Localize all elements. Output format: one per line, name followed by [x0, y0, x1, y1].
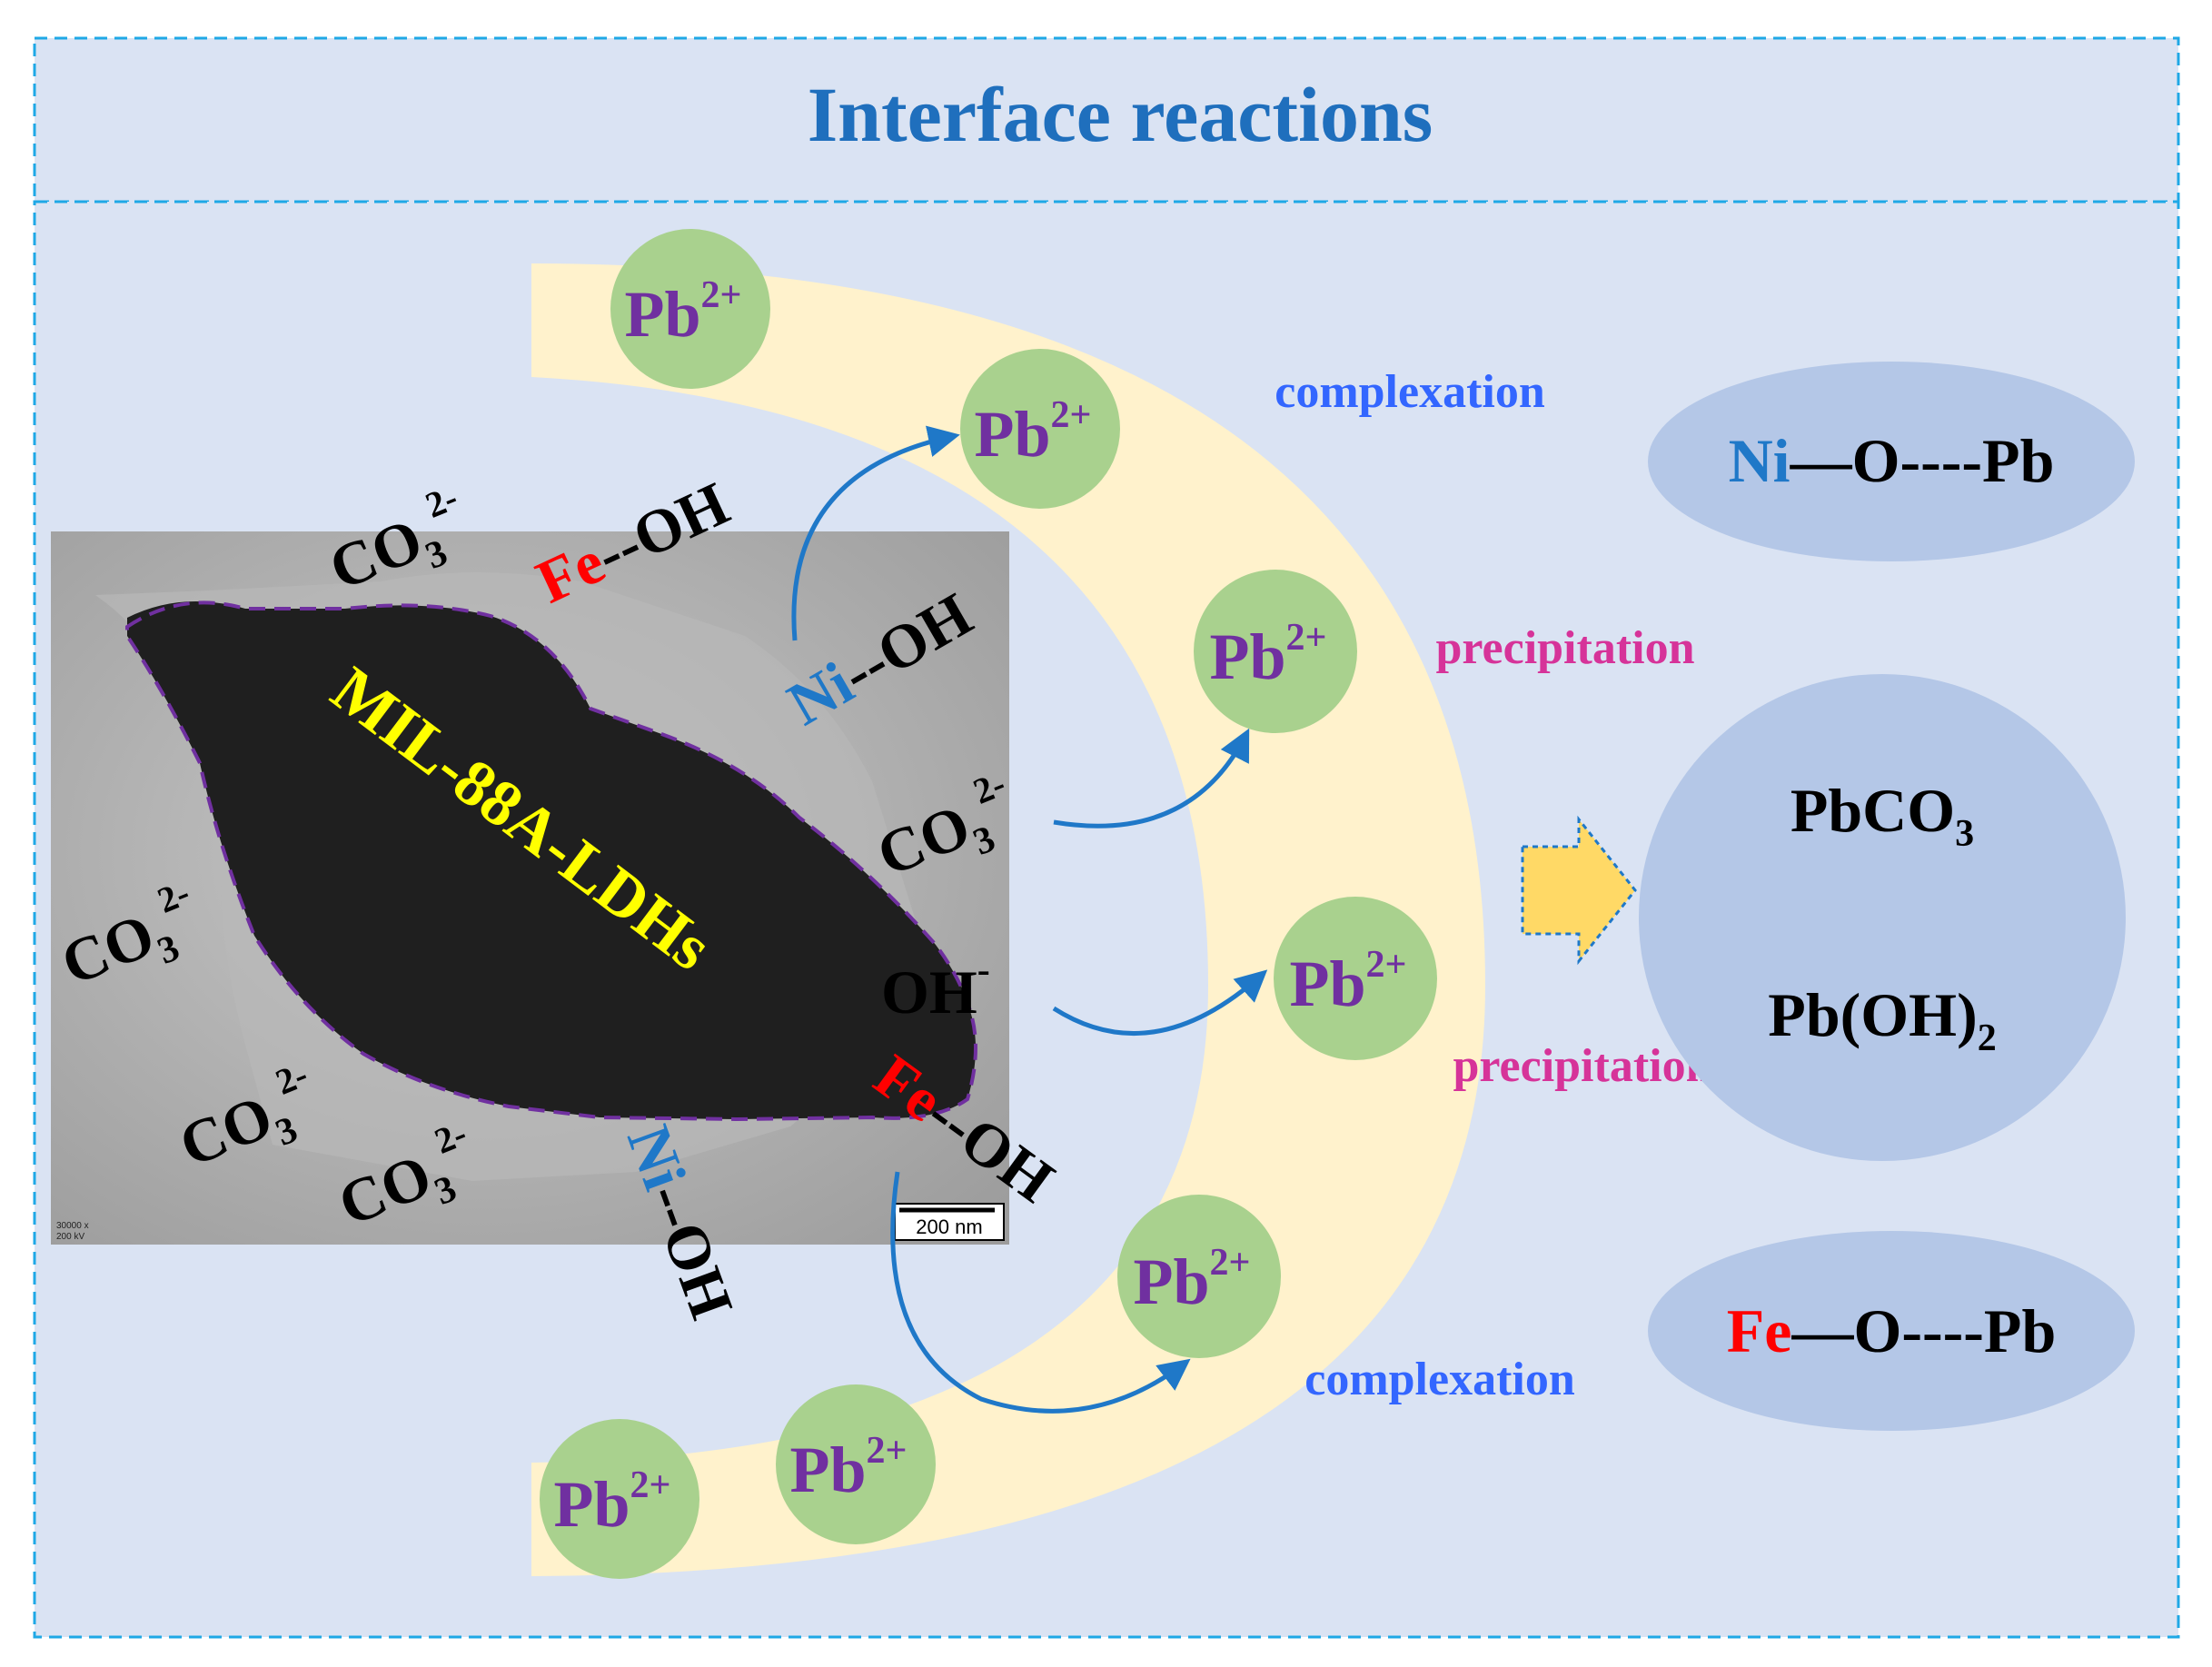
fe-complex-product: Fe—O----Pb [1727, 1296, 2057, 1365]
precipitate-circle [1639, 674, 2126, 1161]
arrow-fe-to-pb [890, 1171, 1191, 1414]
complexation-label-top: complexation [1275, 366, 1545, 418]
svg-text:Pb2+: Pb2+ [1134, 1242, 1251, 1318]
precipitation-label-2: precipitation [1453, 1040, 1711, 1092]
ni-complex-product: Ni—O----Pb [1729, 426, 2055, 495]
particle-body [127, 601, 976, 1119]
svg-text:Pb2+: Pb2+ [554, 1464, 671, 1541]
title-panel [33, 36, 2180, 203]
pb-ion: Pb2+ [1274, 897, 1437, 1060]
result-arrow-icon [1521, 815, 1637, 966]
pboh2-product: Pb(OH)2 [1768, 980, 1996, 1059]
scale-bar-label: 200 nm [916, 1216, 982, 1238]
fe-complex-ellipse [1648, 1231, 2135, 1431]
arrow-oh-to-pb [1052, 969, 1268, 1036]
svg-text:Pb2+: Pb2+ [975, 394, 1092, 471]
precipitation-label-1: precipitation [1435, 622, 1694, 674]
pb-ion: Pb2+ [610, 229, 770, 389]
svg-text:Pb2+: Pb2+ [1210, 617, 1327, 693]
ni-complex-ellipse [1648, 362, 2135, 561]
pb-ion: Pb2+ [540, 1419, 699, 1579]
pb-ion: Pb2+ [776, 1384, 936, 1544]
pb-ion: Pb2+ [1194, 570, 1357, 733]
arrow-ni-to-pb [791, 425, 960, 641]
tem-image: 200 nm 30000 x 200 kV [51, 531, 1009, 1245]
particle-outline [125, 600, 977, 1122]
pb-ion: Pb2+ [960, 349, 1120, 509]
svg-text:Pb2+: Pb2+ [625, 274, 742, 351]
diagram-title: Interface reactions [808, 71, 1433, 158]
arrow-co3-to-pb [1053, 728, 1250, 829]
complexation-label-bottom: complexation [1304, 1354, 1575, 1405]
hydroxide-label: OH- [881, 949, 990, 1027]
reaction-arrows [791, 425, 1268, 1414]
pb-ion: Pb2+ [1117, 1195, 1281, 1358]
microscope-info-voltage: 200 kV [56, 1232, 84, 1242]
microscope-info-magnification: 30000 x [56, 1221, 89, 1231]
svg-text:Pb2+: Pb2+ [790, 1430, 908, 1506]
svg-text:Pb2+: Pb2+ [1290, 944, 1407, 1020]
pbco3-product: PbCO3 [1790, 776, 1974, 855]
pb-ion-group: Pb2+ Pb2+ Pb2+ Pb2+ Pb2+ Pb2+ Pb2+ [540, 229, 1437, 1579]
